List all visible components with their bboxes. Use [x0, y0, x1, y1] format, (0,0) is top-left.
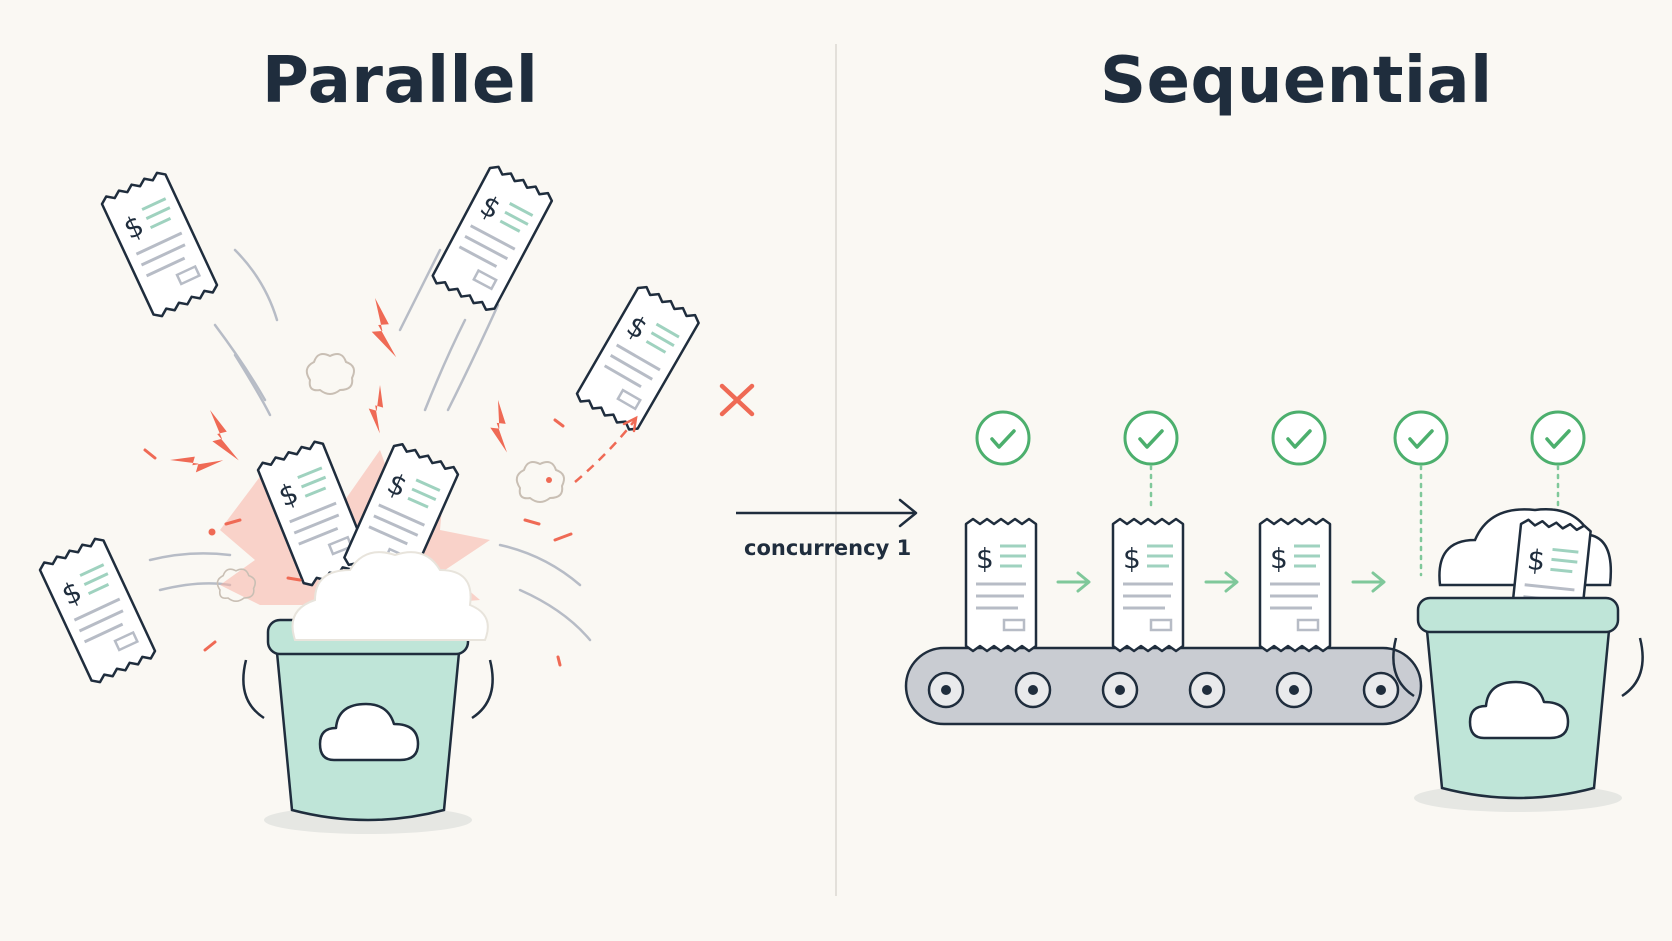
conveyor-belt-icon	[904, 646, 1423, 726]
receipt-icon	[573, 282, 703, 435]
receipt-icon	[36, 534, 159, 687]
receipt-icon	[964, 517, 1038, 653]
lightning-icon	[365, 298, 406, 358]
check-circle-icon	[1123, 410, 1179, 466]
lightning-icon	[210, 410, 239, 461]
lightning-icon	[170, 437, 224, 484]
bucket-icon	[1392, 596, 1644, 814]
bucket-icon	[242, 618, 494, 836]
motion-lines	[148, 248, 592, 642]
check-circle-icon	[1271, 410, 1327, 466]
receipt-icon	[1111, 517, 1185, 653]
sequential-scene	[904, 410, 1644, 814]
receipt-icon	[428, 162, 556, 315]
spark-marks	[143, 418, 573, 667]
center-divider	[835, 44, 837, 896]
smoke-puff-icon	[515, 461, 565, 503]
cross-icon	[719, 383, 755, 417]
escape-arrow	[574, 419, 636, 483]
lightning-icon	[359, 385, 401, 434]
parallel-title: Parallel	[262, 44, 539, 118]
flow-arrows	[1056, 571, 1386, 593]
check-circle-icon	[1393, 410, 1449, 466]
sequential-title: Sequential	[1100, 44, 1493, 118]
receipt-icon	[98, 168, 221, 321]
bucket-overflow	[291, 551, 489, 641]
check-circle-icon	[975, 410, 1031, 466]
check-circle-icon	[1530, 410, 1586, 466]
receipt-icon	[1258, 517, 1332, 653]
parallel-scene	[36, 162, 755, 836]
smoke-puff-icon	[305, 353, 355, 395]
concurrency-label: concurrency 1	[744, 536, 912, 560]
lightning-icon	[482, 400, 523, 453]
